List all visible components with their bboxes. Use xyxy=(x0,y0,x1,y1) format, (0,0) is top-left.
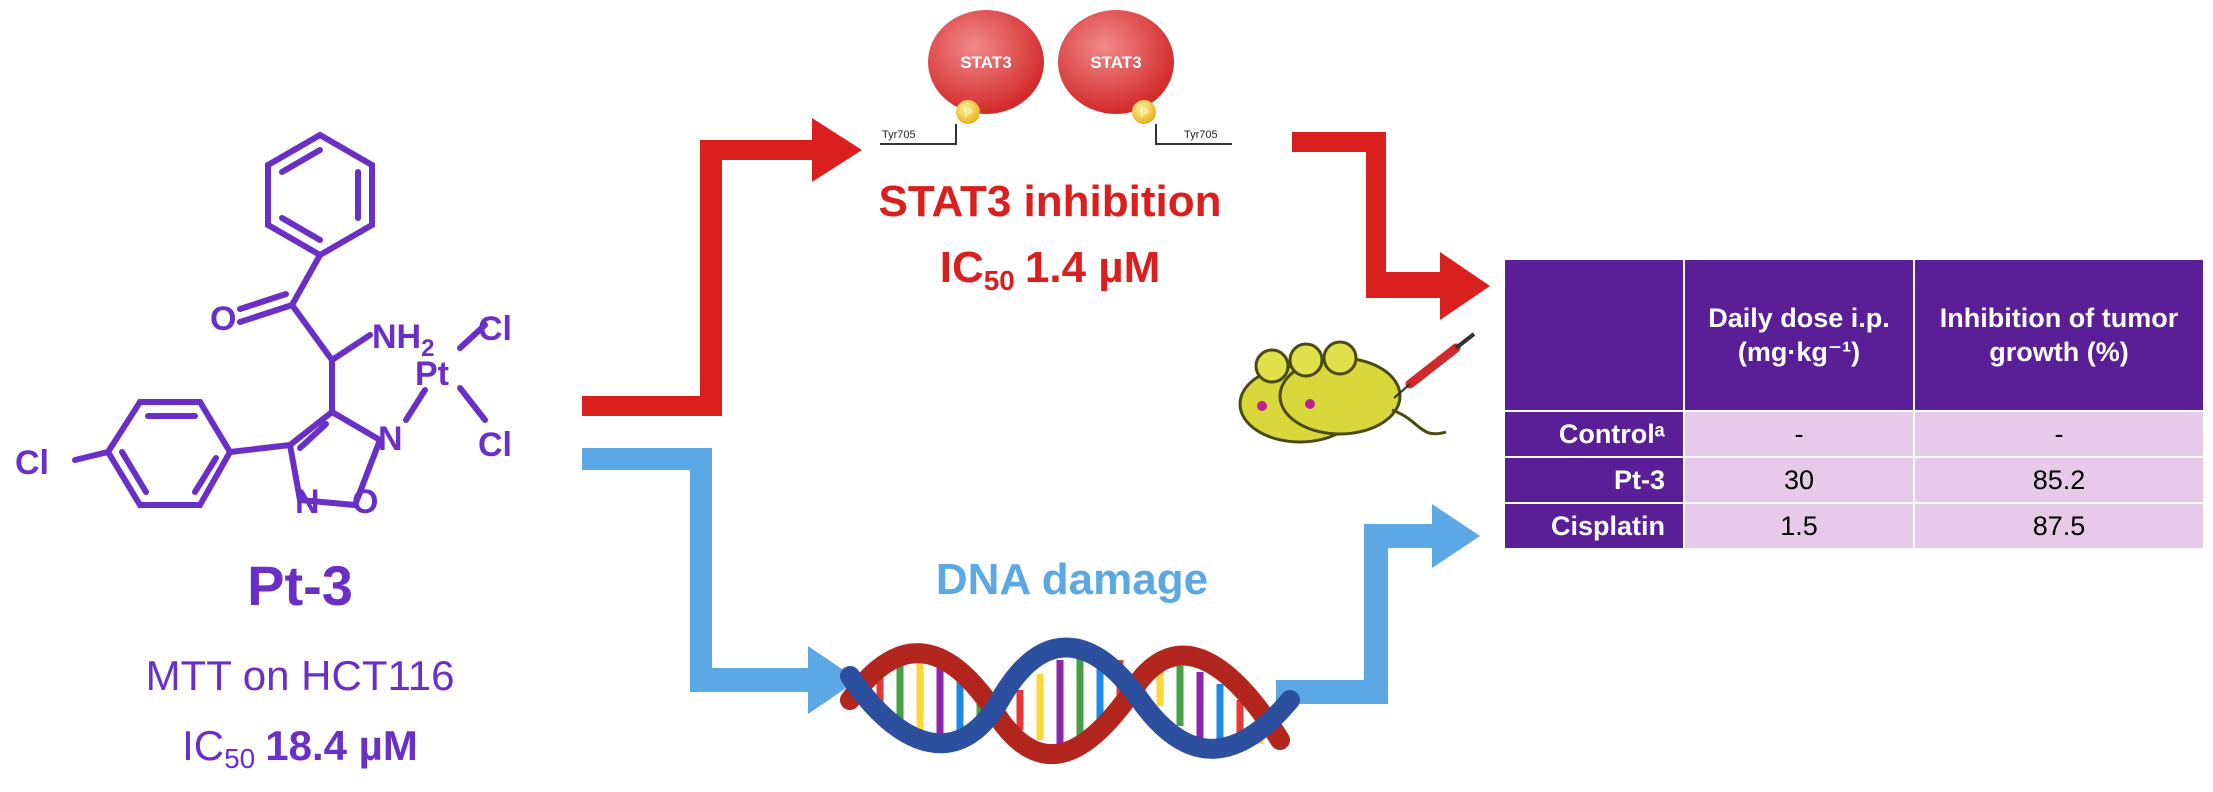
blue-arrow-1 xyxy=(582,448,858,714)
bond-phenyl-carbonyl xyxy=(289,252,323,308)
phenyl-double-bond-1 xyxy=(279,147,323,175)
tyr-label-1: Tyr705 xyxy=(882,129,916,141)
stat3-ic50: IC50 1.4 µM xyxy=(940,243,1161,296)
red-arrow-2 xyxy=(1292,132,1490,320)
compound-ic50-sub: 50 xyxy=(224,743,255,774)
atom-cl-2: Cl xyxy=(478,426,512,464)
phospho-label-1: P xyxy=(964,106,972,120)
carbonyl-bond-b xyxy=(237,291,289,312)
table-row: Controlᵃ - - xyxy=(1503,410,2205,458)
atom-nh2: NH2 xyxy=(372,318,434,362)
dna-title: DNA damage xyxy=(936,555,1208,604)
syringe-plunger xyxy=(1454,332,1476,350)
stat3-ic50-sub: 50 xyxy=(984,265,1015,296)
phospho-label-2: P xyxy=(1140,106,1148,120)
atom-cl-3: Cl xyxy=(15,444,49,482)
mouse-eye-1 xyxy=(1257,401,1267,411)
stat3-title: STAT3 inhibition xyxy=(879,177,1222,226)
ring-double-bond xyxy=(297,421,329,451)
mouse-ear-3 xyxy=(1322,340,1358,376)
stat3-protein-2 xyxy=(1058,10,1174,114)
atom-n-1: N xyxy=(378,420,403,458)
bond-ring-chlorophenyl xyxy=(227,442,293,455)
chlorophenyl-double-3 xyxy=(192,455,219,495)
tumor-inhibition-table: Daily dose i.p. (mg·kg⁻¹) Inhibition of … xyxy=(1503,258,2205,550)
row-inhibition: - xyxy=(1913,410,2205,458)
bond-pt-cl-2 xyxy=(457,385,488,423)
tyr-linker-1 xyxy=(880,124,957,145)
oxadiazole-ring xyxy=(286,408,384,509)
stat3-dimer: STAT3 STAT3 P P Tyr705 Tyr705 xyxy=(880,10,1232,145)
row-dose: - xyxy=(1683,410,1915,458)
row-dose: 30 xyxy=(1683,456,1915,504)
atom-nh2-sub: 2 xyxy=(421,335,434,362)
atom-o-carbonyl: O xyxy=(210,300,236,338)
stat3-protein-1 xyxy=(928,10,1044,114)
bond-pt-cl-1 xyxy=(457,322,488,351)
mouse-ear-1 xyxy=(1254,348,1290,384)
stat3-protein-2-label: STAT3 xyxy=(1090,53,1141,72)
stat3-ic50-prefix: IC xyxy=(940,243,984,292)
dna-strand-red xyxy=(840,643,1290,764)
bond-ch-nh2 xyxy=(329,332,373,363)
row-label: Cisplatin xyxy=(1503,502,1685,550)
row-dose: 1.5 xyxy=(1683,502,1915,550)
chlorophenyl-double-2 xyxy=(119,449,149,495)
phospho-site-1 xyxy=(956,100,980,124)
syringe-barrel xyxy=(1405,343,1461,389)
atom-nh2-main: NH xyxy=(372,318,421,356)
compound-ic50: IC50 18.4 µM xyxy=(182,722,418,774)
row-label: Pt-3 xyxy=(1503,456,1685,504)
table-header-corner xyxy=(1503,258,1685,412)
stat3-protein-1-label: STAT3 xyxy=(960,53,1011,72)
bond-ring-cl xyxy=(72,449,111,463)
syringe-needle xyxy=(1393,383,1411,399)
row-inhibition: 87.5 xyxy=(1913,502,2205,550)
atom-n-2: N xyxy=(295,483,320,521)
atom-o-ring: O xyxy=(352,483,378,521)
chemical-structure xyxy=(72,131,488,509)
mouse-ear-2 xyxy=(1288,342,1324,378)
table-header-dose: Daily dose i.p. (mg·kg⁻¹) xyxy=(1683,258,1915,412)
carbonyl-bond-a xyxy=(237,302,295,325)
table-header-inhibition: Inhibition of tumor growth (%) xyxy=(1913,258,2205,412)
compound-ic50-prefix: IC xyxy=(182,722,224,769)
compound-name: Pt-3 xyxy=(247,554,353,617)
mouse-eye-2 xyxy=(1305,399,1315,409)
phospho-site-2 xyxy=(1132,100,1156,124)
row-label: Controlᵃ xyxy=(1503,410,1685,458)
red-arrow-path xyxy=(582,118,1490,416)
table-row: Pt-3 30 85.2 xyxy=(1503,456,2205,504)
row-inhibition: 85.2 xyxy=(1913,456,2205,504)
phenyl-double-bond-3 xyxy=(279,215,323,243)
bond-n-pt xyxy=(403,387,428,423)
table-header-row: Daily dose i.p. (mg·kg⁻¹) Inhibition of … xyxy=(1503,258,2205,412)
blue-arrow-2 xyxy=(1276,504,1480,704)
blue-arrow-path xyxy=(582,448,1480,714)
red-arrow-1 xyxy=(582,118,862,416)
tyr-linker-2 xyxy=(1155,124,1232,145)
mouse-tail xyxy=(1391,408,1447,436)
dna-helix xyxy=(840,637,1300,764)
atom-pt: Pt xyxy=(415,355,449,393)
tyr-label-2: Tyr705 xyxy=(1184,129,1218,141)
compound-assay: MTT on HCT116 xyxy=(146,652,455,699)
bond-carbonyl-ch xyxy=(289,302,335,363)
dna-strand-blue xyxy=(840,637,1300,759)
compound-ic50-value: 18.4 µM xyxy=(265,722,418,769)
mice-illustration xyxy=(1238,332,1476,444)
atom-cl-1: Cl xyxy=(478,310,512,348)
table-row: Cisplatin 1.5 87.5 xyxy=(1503,502,2205,550)
stat3-ic50-value: 1.4 µM xyxy=(1025,243,1160,292)
atom-labels: O NH2 Pt Cl Cl N N O Cl xyxy=(15,300,512,521)
